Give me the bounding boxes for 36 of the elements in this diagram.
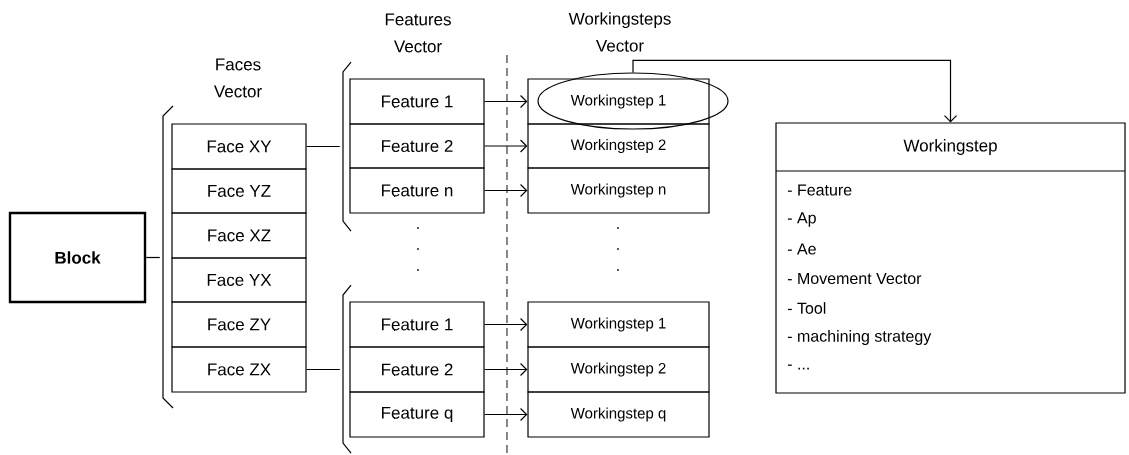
class-box: Workingstep - Feature - Ap - Ae - Movement Vector - Tool - machining strategy - ... (775, 122, 1126, 394)
bracket (342, 61, 352, 232)
workingstep-box: Workingstep 1 (527, 301, 710, 348)
feature-box: Feature 2 (349, 346, 485, 393)
connector-line (306, 368, 341, 371)
face-box: Face YX (171, 257, 307, 303)
face-box: Face XZ (171, 212, 307, 259)
column-heading: Faces Vector (214, 58, 262, 98)
column-heading: Workingsteps Vector (568, 12, 671, 52)
feature-box: Feature 1 (349, 301, 485, 348)
column-heading: Features Vector (385, 13, 451, 53)
block-box: Block (8, 211, 147, 304)
arrow (484, 362, 528, 377)
face-box: Face ZY (171, 301, 307, 348)
arrow (484, 317, 528, 332)
workingstep-box: Workingstep 2 (527, 123, 710, 169)
face-box: Face ZX (171, 346, 307, 393)
face-box: Face YZ (171, 168, 307, 214)
workingstep-box: Workingstep 2 (527, 346, 710, 393)
arrow (632, 59, 958, 123)
face-box: Face XY (171, 123, 307, 170)
feature-box: Feature q (349, 391, 485, 438)
highlight-ellipse (537, 72, 729, 130)
connector-line (306, 145, 341, 148)
connector-line (145, 256, 161, 259)
arrow (484, 94, 528, 109)
arrow (484, 139, 528, 153)
arrow (484, 407, 528, 422)
bracket (162, 105, 174, 409)
feature-box: Feature 2 (349, 123, 485, 169)
arrow (484, 183, 528, 198)
workingstep-box: Workingstep q (527, 391, 710, 438)
bracket (342, 284, 352, 454)
feature-box: Feature 1 (349, 78, 485, 125)
workingstep-box: Workingstep n (527, 167, 710, 214)
feature-box: Feature n (349, 167, 485, 214)
